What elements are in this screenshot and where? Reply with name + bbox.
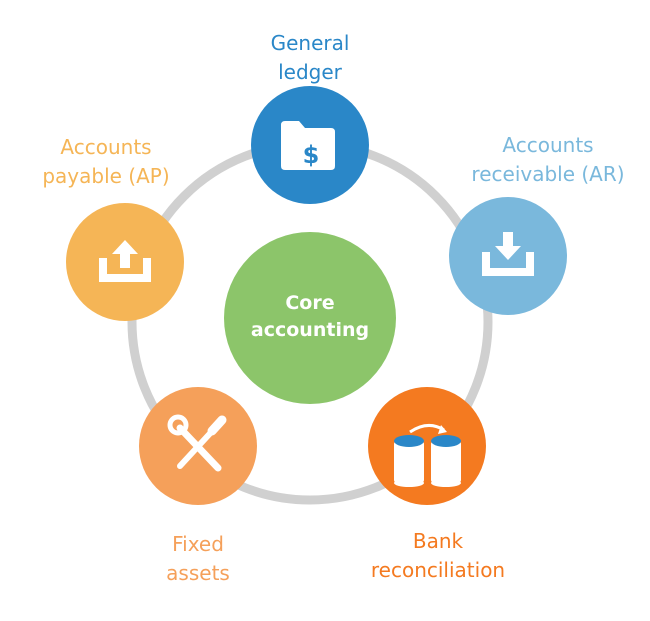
bank-reconciliation-label: Bank reconciliation (371, 527, 505, 585)
label-line2: receivable (AR) (471, 162, 625, 186)
label-line1: Accounts (502, 133, 594, 157)
label-line2: assets (166, 561, 230, 585)
label-line2: ledger (278, 60, 342, 84)
core-label-line1: Core (285, 292, 335, 314)
fixed-assets-node (139, 387, 257, 505)
label-line2: reconciliation (370, 558, 506, 582)
accounts-receivable-label: Accounts receivable (AR) (471, 131, 624, 189)
folder-dollar-icon: $ (281, 121, 335, 170)
accounts-receivable-node (449, 197, 567, 315)
accounts-payable-label: Accounts payable (AP) (42, 133, 169, 191)
bank-reconciliation-node (368, 387, 486, 505)
core-label-line2: accounting (250, 319, 370, 341)
download-tray-icon (482, 232, 534, 276)
upload-tray-icon (99, 240, 151, 282)
label-line1: Bank (412, 529, 464, 553)
core-accounting-label: Core accounting (251, 290, 369, 344)
label-line2: payable (AP) (42, 164, 170, 188)
label-line1: Accounts (60, 135, 152, 159)
accounts-payable-node (66, 203, 184, 321)
label-line1: General (270, 31, 350, 55)
wrench-screwdriver-icon (167, 414, 227, 472)
svg-text:$: $ (303, 141, 320, 169)
core-accounting-circle (224, 232, 396, 404)
general-ledger-label: General ledger (271, 29, 350, 87)
label-line1: Fixed (172, 532, 224, 556)
general-ledger-node: $ (251, 86, 369, 204)
database-transfer-icon (394, 424, 461, 487)
fixed-assets-label: Fixed assets (166, 530, 230, 588)
